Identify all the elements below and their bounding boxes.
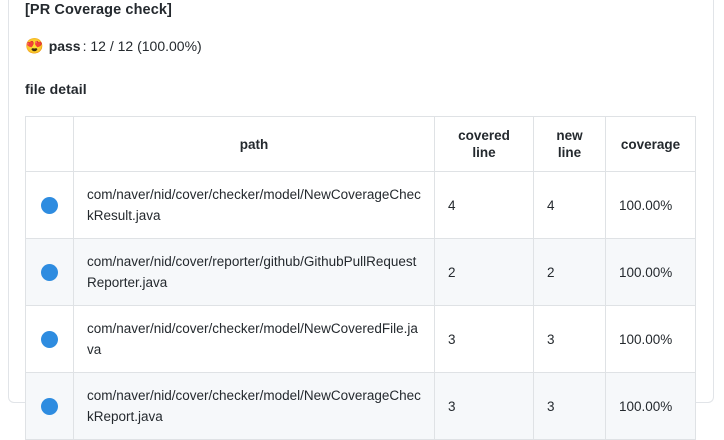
column-header-covered-line: covered line xyxy=(434,116,534,172)
blue-dot-icon xyxy=(41,197,58,215)
page-title: [PR Coverage check] xyxy=(25,2,172,18)
blue-dot-icon xyxy=(41,331,58,349)
row-status-cell xyxy=(25,171,74,239)
coverage-value: 100.00% xyxy=(605,238,696,306)
spacer xyxy=(25,20,697,36)
table-header-row: path covered line new line coverage xyxy=(25,116,696,172)
table-header: path covered line new line coverage xyxy=(25,116,696,172)
table-row: com/naver/nid/cover/checker/model/NewCov… xyxy=(25,171,696,239)
blue-dot-icon xyxy=(41,264,58,282)
status-detail: : 12 / 12 (100.00%) xyxy=(82,38,202,54)
coverage-status-line: 😍 pass : 12 / 12 (100.00%) xyxy=(25,36,697,56)
covered-line-value: 4 xyxy=(434,171,534,239)
file-detail-table: path covered line new line coverage com/… xyxy=(25,116,696,440)
file-path: com/naver/nid/cover/checker/model/NewCov… xyxy=(73,372,435,440)
comment-body: [PR Coverage check] 😍 pass : 12 / 12 (10… xyxy=(25,0,697,440)
new-line-value: 4 xyxy=(533,171,606,239)
file-detail-heading: file detail xyxy=(25,81,87,97)
smiling-face-with-heart-eyes-icon: 😍 xyxy=(25,37,44,55)
row-status-cell xyxy=(25,372,74,440)
file-path: com/naver/nid/cover/checker/model/NewCov… xyxy=(73,171,435,239)
table-row: com/naver/nid/cover/checker/model/NewCov… xyxy=(25,372,696,440)
pr-comment-card: [PR Coverage check] 😍 pass : 12 / 12 (10… xyxy=(8,0,714,440)
coverage-value: 100.00% xyxy=(605,171,696,239)
column-header-path: path xyxy=(73,116,435,172)
blue-dot-icon xyxy=(41,398,58,416)
table-body: com/naver/nid/cover/checker/model/NewCov… xyxy=(25,171,696,440)
column-header-new-line: new line xyxy=(533,116,606,172)
column-header-coverage: coverage xyxy=(605,116,696,172)
table-row: com/naver/nid/cover/reporter/github/Gith… xyxy=(25,238,696,306)
spacer xyxy=(25,99,697,116)
coverage-value: 100.00% xyxy=(605,305,696,373)
column-header-mark xyxy=(25,116,74,172)
status-badge: pass xyxy=(48,38,81,54)
row-status-cell xyxy=(25,238,74,306)
coverage-value: 100.00% xyxy=(605,372,696,440)
new-line-value: 3 xyxy=(533,372,606,440)
covered-line-value: 3 xyxy=(434,305,534,373)
file-path: com/naver/nid/cover/reporter/github/Gith… xyxy=(73,238,435,306)
spacer xyxy=(25,56,697,79)
new-line-value: 2 xyxy=(533,238,606,306)
file-path: com/naver/nid/cover/checker/model/NewCov… xyxy=(73,305,435,373)
new-line-value: 3 xyxy=(533,305,606,373)
covered-line-value: 3 xyxy=(434,372,534,440)
covered-line-value: 2 xyxy=(434,238,534,306)
table-row: com/naver/nid/cover/checker/model/NewCov… xyxy=(25,305,696,373)
row-status-cell xyxy=(25,305,74,373)
